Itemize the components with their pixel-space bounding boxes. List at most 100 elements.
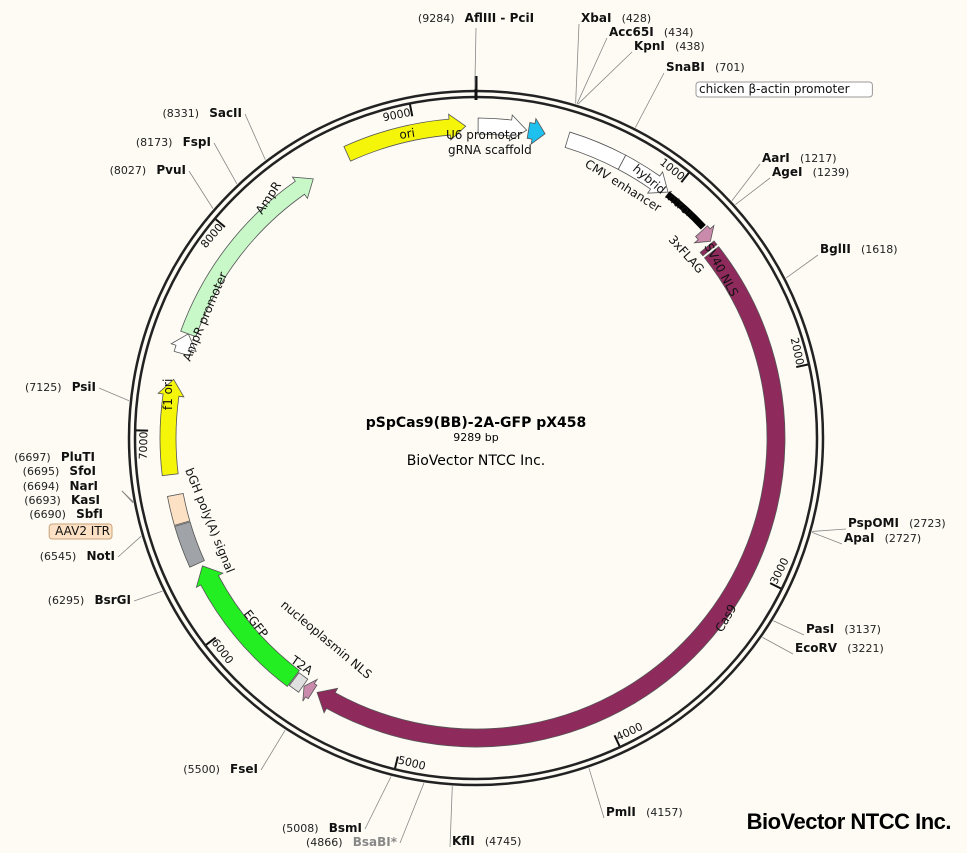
site-position: (8331) [162,107,199,120]
site-connector [364,776,392,830]
site-bsmi[interactable]: (5008) BsmI [282,776,392,836]
site-aari[interactable]: AarI (1217) [731,147,837,201]
feature-bgh-poly-a-signal[interactable] [174,521,205,568]
spacer [665,35,675,54]
site-name: BsaBI* [353,835,398,849]
feature-ori[interactable] [343,113,467,162]
spacer [343,831,353,850]
site-pmli[interactable]: PmlI (4157) [588,768,683,820]
site-ecorv[interactable]: EcoRV (3221) [762,636,884,656]
site-name: KflI [452,834,475,848]
site-connector [576,37,608,105]
spacer [636,801,646,820]
site-position: (5500) [183,763,220,776]
site-sacii[interactable]: (8331) SacII [162,102,266,160]
feature-label: ori [398,126,416,142]
site-connector [449,786,453,848]
site-position: (9284) [418,12,455,25]
site-afliii-pcii[interactable]: (9284) AflIII - PciI [418,7,534,90]
site-snabi[interactable]: SnaBI (701) [634,56,745,128]
site-connector [98,387,130,402]
site-fspi[interactable]: (8173) FspI [136,131,238,184]
site-position: (438) [675,40,705,53]
plasmid-title: pSpCas9(BB)-2A-GFP pX458 [366,415,587,431]
site-connector [575,23,580,104]
tick-mark [215,218,226,228]
site-name: BsrGI [94,593,131,607]
site-name: PspOMI [848,516,899,530]
site-position: (6690) [29,508,66,521]
site-bglii[interactable]: BglII (1618) [785,238,898,279]
site-pasi[interactable]: PasI (3137) [773,618,881,637]
feature-chicken-actin-promoter[interactable] [617,154,669,194]
site-name: FspI [183,135,211,149]
site-position: (3221) [847,642,884,655]
site-kasi[interactable]: (6693) KasI [24,489,134,508]
site-kfli[interactable]: KflI (4745) [449,786,521,849]
site-pspomi[interactable]: PspOMI (2723) [812,512,946,532]
site-name: ApaI [844,531,874,545]
site-kpni[interactable]: KpnI (438) [577,35,705,105]
tick-mark [796,363,809,369]
site-position: (1618) [861,243,898,256]
site-bsabi-[interactable]: (4866) BsaBI* [306,782,425,850]
site-connector [121,490,134,502]
site-apai[interactable]: ApaI (2727) [811,527,921,546]
site-label: (6693) KasI [24,489,100,508]
site-noti[interactable]: (6545) NotI [40,535,142,564]
feature-f1-ori[interactable] [157,378,185,477]
site-label: (5008) BsmI [282,817,362,836]
site-pvui[interactable]: (8027) PvuI [110,159,214,209]
tick-mark [394,756,399,769]
site-connector [117,535,142,558]
site-fsei[interactable]: (5500) FseI [183,729,286,777]
tick-mark [769,582,782,590]
site-position: (8027) [110,164,147,177]
feature-t2a[interactable] [288,672,309,693]
site-label: AarI (1217) [762,147,837,166]
site-connector [474,27,477,90]
site-acc65i[interactable]: Acc65I (434) [576,21,693,105]
site-label: (9284) AflIII - PciI [418,7,534,26]
feature-ampr-promoter[interactable] [170,333,197,357]
feature-grna-scaffold[interactable] [526,117,546,146]
feature-egfp[interactable] [195,565,300,687]
site-label: (7125) PsiI [25,376,96,395]
feature-aav2-itr[interactable] [167,492,191,526]
site-name: PmlI [606,805,636,819]
spacer [84,589,94,608]
site-name: SnaBI [666,60,705,74]
site-connector [811,531,843,545]
site-bsrgi[interactable]: (6295) BsrGI [48,589,163,608]
site-nari[interactable]: (6694) NarI [23,475,134,503]
spacer [51,446,61,465]
site-agei[interactable]: AgeI (1239) [735,161,849,205]
site-position: (6545) [40,550,77,563]
site-label: (6295) BsrGI [48,589,131,608]
tick-label: 6000 [209,636,236,666]
feature-hybrid-intron[interactable] [665,191,706,230]
feature-label: U6 promoter [446,128,522,142]
site-psii[interactable]: (7125) PsiI [25,376,130,402]
site-position: (6295) [48,594,85,607]
feature-cas9[interactable] [316,246,786,748]
site-label: (8173) FspI [136,131,211,150]
site-position: (8173) [136,136,173,149]
spacer [802,161,812,180]
tick-label: 5000 [397,754,427,773]
site-connector [213,142,238,184]
feature-u6-promoter[interactable] [477,114,528,142]
site-label: PmlI (4157) [606,801,683,820]
feature-ampr[interactable] [180,176,314,338]
site-label: XbaI (428) [581,7,651,26]
feature-3xflag[interactable] [693,224,715,244]
site-name: FseI [230,762,258,776]
site-label: PspOMI (2723) [848,512,946,531]
site-label: PasI (3137) [806,618,881,637]
site-xbai[interactable]: XbaI (428) [575,7,652,104]
site-label: (8331) SacII [162,102,242,121]
feature-nucleoplasmin-nls[interactable] [302,678,319,702]
feature-sv40-nls[interactable] [699,240,718,257]
site-position: (1217) [800,152,837,165]
site-pluti[interactable]: (6697) PluTI [14,446,134,502]
